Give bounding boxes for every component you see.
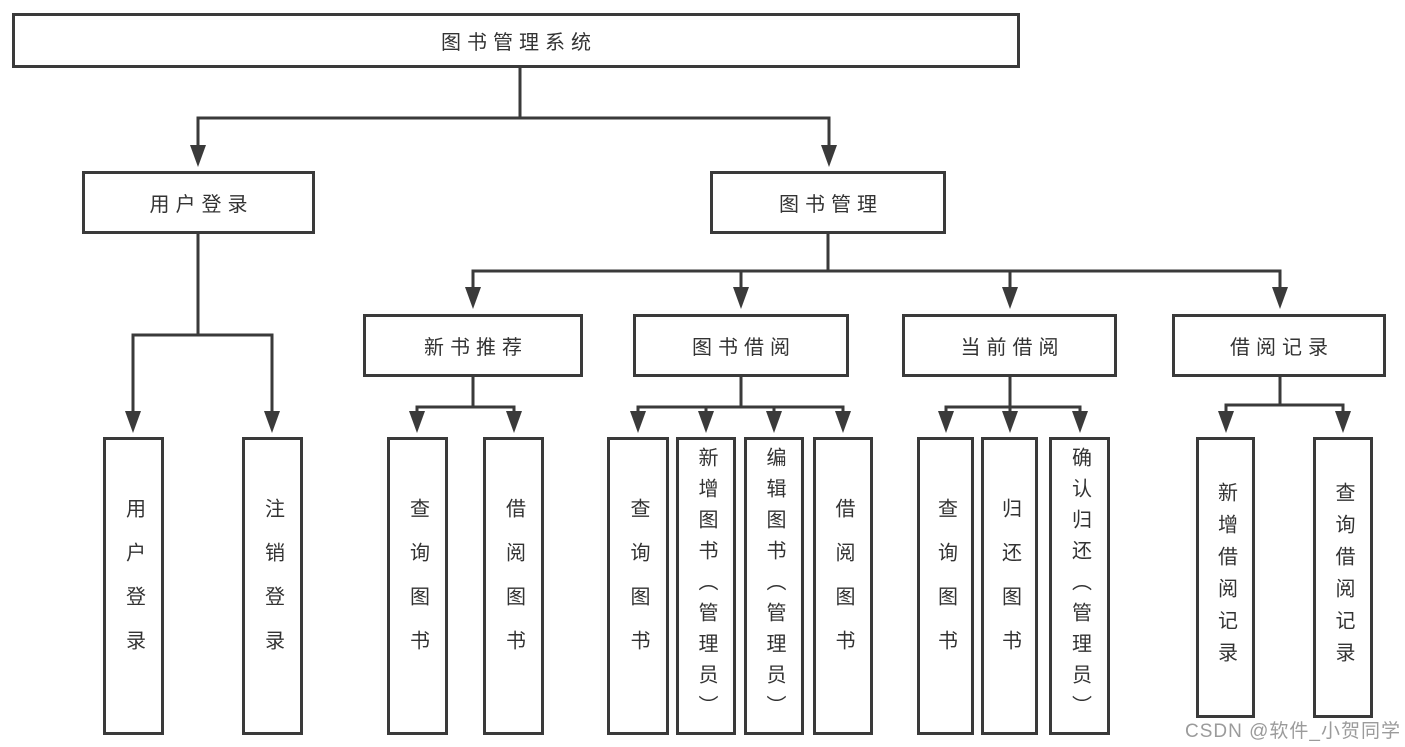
node-new-book-recommendation: 新书推荐 [363,314,583,377]
leaf-label: 编辑图书（管理员） [763,446,785,726]
leaf-label: 新增图书（管理员） [695,446,717,726]
leaf-borrow-books: 借阅图书 [813,437,873,735]
arrowhead [766,411,782,433]
leaf-label: 借阅图书 [502,498,525,674]
arrowhead [733,287,749,309]
leaf-query-borrow-record: 查询借阅记录 [1313,437,1373,718]
leaf-label: 借阅图书 [832,498,854,674]
leaf-user-login: 用户登录 [103,437,164,735]
arrowhead [1072,411,1088,433]
node-borrowing-records: 借阅记录 [1172,314,1386,377]
arrowhead [821,145,837,167]
arrowhead [1218,411,1234,433]
connector-book-mgmt-to-modules [465,234,1288,309]
leaf-label: 查询图书 [627,498,649,674]
leaf-label: 查询借阅记录 [1332,481,1354,674]
leaf-borrow-books-recommend: 借阅图书 [483,437,544,735]
node-library-management-system: 图书管理系统 [12,13,1020,68]
arrowhead [190,145,206,167]
node-book-borrowing: 图书借阅 [633,314,849,377]
csdn-watermark: CSDN @软件_小贺同学 [1185,721,1401,742]
leaf-return-book: 归还图书 [981,437,1038,735]
arrowhead [264,411,280,433]
connector-root-to-level2 [190,68,837,167]
leaf-add-borrow-record: 新增借阅记录 [1196,437,1255,718]
leaf-label: 查询图书 [934,498,957,674]
connector-book-borrow-to-leaves [630,377,851,433]
arrowhead [1272,287,1288,309]
node-current-borrowing: 当前借阅 [902,314,1117,377]
arrowhead [938,411,954,433]
arrowhead [506,411,522,433]
arrowhead [465,287,481,309]
arrowhead [1002,411,1018,433]
node-book-management: 图书管理 [710,171,946,234]
leaf-label: 用户登录 [122,498,145,674]
arrowhead [1002,287,1018,309]
arrowhead [698,411,714,433]
arrowhead [1335,411,1351,433]
arrowhead [409,411,425,433]
arrowhead [630,411,646,433]
connector-new-book-to-leaves [409,377,522,433]
leaf-query-books-recommend: 查询图书 [387,437,448,735]
connector-user-login-to-leaves [125,234,280,433]
leaf-label: 注销登录 [261,498,284,674]
leaf-label: 查询图书 [406,498,429,674]
arrowhead [125,411,141,433]
connector-borrow-records-to-leaves [1218,377,1351,433]
leaf-query-books-current: 查询图书 [917,437,974,735]
leaf-label: 新增借阅记录 [1214,481,1237,674]
arrowhead [835,411,851,433]
leaf-label: 确认归还（管理员） [1068,446,1091,726]
leaf-label: 归还图书 [998,498,1021,674]
leaf-confirm-return-admin: 确认归还（管理员） [1049,437,1110,735]
leaf-query-books-borrow: 查询图书 [607,437,669,735]
node-user-login: 用户登录 [82,171,315,234]
connector-current-borrow-to-leaves [938,377,1088,433]
leaf-add-book-admin: 新增图书（管理员） [676,437,736,735]
leaf-edit-book-admin: 编辑图书（管理员） [744,437,804,735]
leaf-logout: 注销登录 [242,437,303,735]
